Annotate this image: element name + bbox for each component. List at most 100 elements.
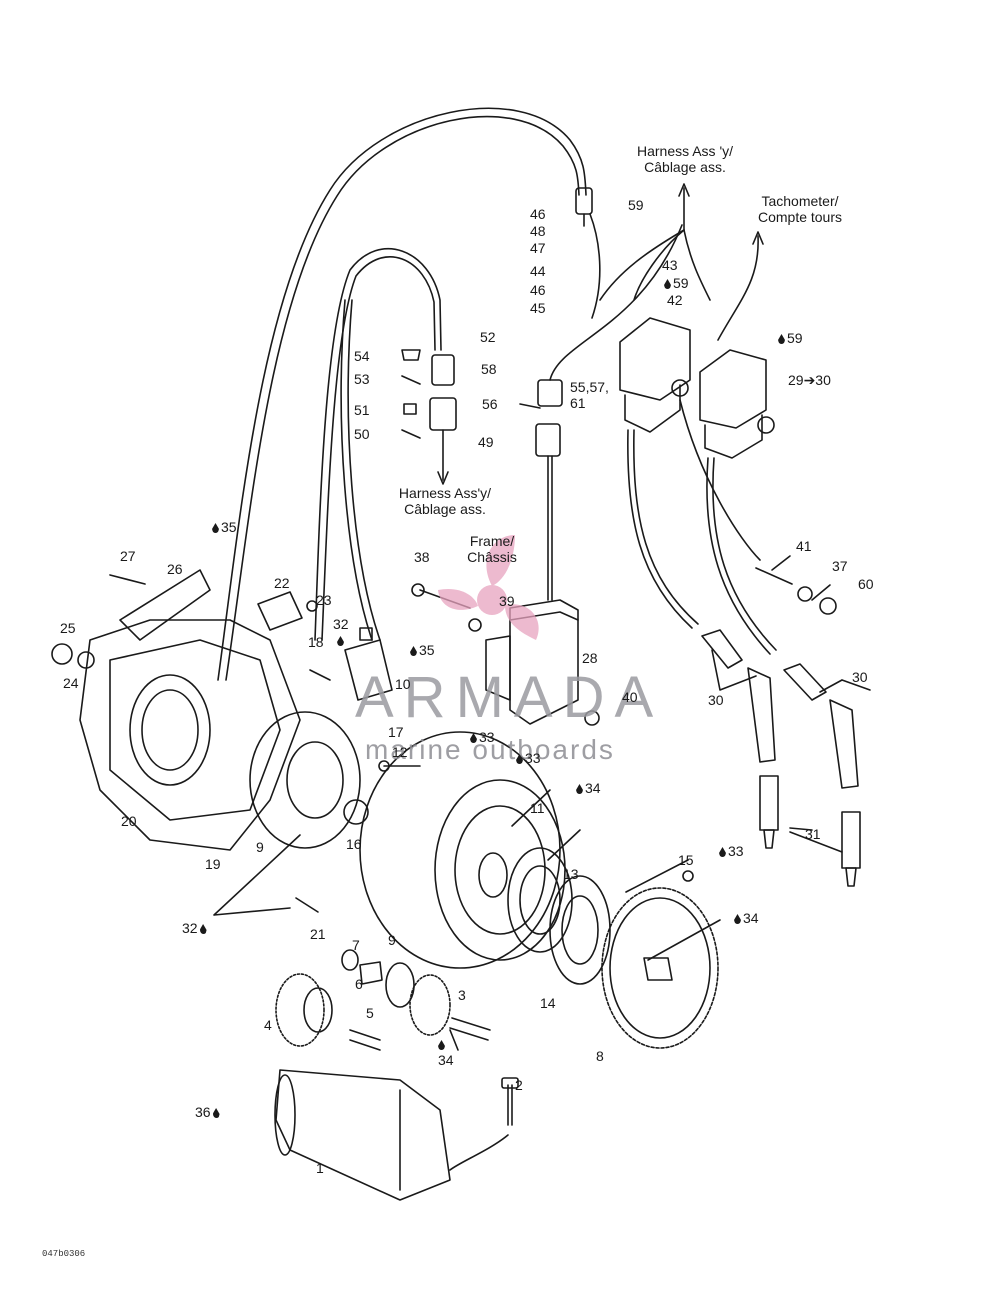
ignition-coil-right <box>699 349 767 429</box>
part-label-35-b: 35 <box>410 642 435 658</box>
part-label-25: 25 <box>60 620 76 636</box>
part-label-35-a: 35 <box>212 519 237 535</box>
part-label-56: 56 <box>482 396 498 412</box>
part-label-32-top: 32 <box>333 616 349 632</box>
part-label-8: 8 <box>596 1048 604 1064</box>
drop-icon <box>778 334 785 344</box>
part-label-28: 28 <box>582 650 598 666</box>
part-label-31: 31 <box>805 826 821 842</box>
part-label-36: 36 <box>195 1104 222 1120</box>
flywheel <box>359 731 561 969</box>
harness-cable-inner-2 <box>321 256 436 641</box>
part-label-24: 24 <box>63 675 79 691</box>
part-label-30-right: 30 <box>852 669 868 685</box>
part-label-17: 17 <box>388 724 404 740</box>
part-label-43: 43 <box>662 257 678 273</box>
part-label-46-top: 46 <box>530 206 546 222</box>
tachometer-heading: Tachometer/Compte tours <box>757 193 843 225</box>
part-label-51: 51 <box>354 402 370 418</box>
drop-icon <box>438 1040 445 1050</box>
gear-4 <box>275 973 325 1047</box>
drop-icon <box>734 914 741 924</box>
part-label-59-right: 59 <box>778 330 803 346</box>
part-label-10: 10 <box>395 676 411 692</box>
watermark-propeller-icon <box>438 535 539 640</box>
part-label-30-left: 30 <box>708 692 724 708</box>
part-label-3: 3 <box>458 987 466 1003</box>
part-label-22: 22 <box>274 575 290 591</box>
watermark-subtitle: marine outboards <box>365 734 615 765</box>
drop-icon <box>576 784 583 794</box>
part-label-23: 23 <box>316 592 332 608</box>
part-label-52: 52 <box>480 329 496 345</box>
ring-gear <box>601 887 719 1049</box>
part-label-50: 50 <box>354 426 370 442</box>
part-label-16: 16 <box>346 836 362 852</box>
part-label-40: 40 <box>622 689 638 705</box>
part-label-33-a: 33 <box>470 729 495 745</box>
harness-assembly-heading-top: Harness Ass 'y/Câblage ass. <box>636 143 734 175</box>
gear-3 <box>409 974 451 1036</box>
part-label-39: 39 <box>499 593 515 609</box>
part-label-9-stator: 9 <box>256 839 264 855</box>
connector-49 <box>429 397 457 431</box>
part-label-5: 5 <box>366 1005 374 1021</box>
part-label-13: 13 <box>563 866 579 882</box>
drop-icon <box>719 847 726 857</box>
part-label-34-c: 34 <box>438 1036 454 1068</box>
part-label-1: 1 <box>316 1160 324 1176</box>
frame-heading: Frame/Châssis <box>467 533 517 565</box>
part-label-9-flywheel: 9 <box>388 932 396 948</box>
part-label-33-b: 33 <box>516 750 541 766</box>
part-label-19: 19 <box>205 856 221 872</box>
part-label-53: 53 <box>354 371 370 387</box>
drop-icon <box>212 1108 220 1118</box>
drawing-reference-number: 047b0306 <box>42 1249 86 1259</box>
harness-assembly-heading-mid: Harness Ass'y/Câblage ass. <box>398 485 492 517</box>
part-label-58: 58 <box>481 361 497 377</box>
part-label-20: 20 <box>121 813 137 829</box>
harness-cable-outer-2 <box>225 115 580 681</box>
ignition-box-28 <box>509 599 579 725</box>
part-label-27: 27 <box>120 548 136 564</box>
part-label-4: 4 <box>264 1017 272 1033</box>
part-label-54: 54 <box>354 348 370 364</box>
part-label-34-b: 34 <box>734 910 759 926</box>
part-label-60: 60 <box>858 576 874 592</box>
part-label-15: 15 <box>678 852 694 868</box>
part-label-45: 45 <box>530 300 546 316</box>
part-label-48: 48 <box>530 223 546 239</box>
part-label-29: 29➔30 <box>788 372 831 388</box>
drop-icon <box>470 733 477 743</box>
part-label-44: 44 <box>530 263 546 279</box>
part-label-61: 61 <box>570 395 586 411</box>
stator <box>249 711 361 849</box>
part-label-49: 49 <box>478 434 494 450</box>
harness-cable-inner <box>314 247 442 641</box>
crankcase-housing <box>79 619 301 851</box>
drop-icon <box>337 632 346 648</box>
part-label-6: 6 <box>355 976 363 992</box>
part-label-11: 11 <box>530 800 545 816</box>
connector-52 <box>431 354 455 386</box>
drop-icon <box>199 924 207 934</box>
part-label-59-mid: 59 <box>664 275 689 291</box>
part-label-7: 7 <box>352 937 360 953</box>
part-label-37: 37 <box>832 558 848 574</box>
harness-cable-outer <box>217 107 587 681</box>
part-label-59-top: 59 <box>628 197 644 213</box>
part-label-26: 26 <box>167 561 183 577</box>
part-label-2: 2 <box>515 1077 523 1093</box>
part-label-21: 21 <box>310 926 326 942</box>
drop-icon <box>410 646 417 656</box>
watermark-title: ARMADA <box>355 665 664 730</box>
part-label-41: 41 <box>796 538 812 554</box>
part-label-47: 47 <box>530 240 546 256</box>
part-label-46-bottom: 46 <box>530 282 546 298</box>
part-label-32-bottom: 32 <box>182 920 209 936</box>
part-label-18: 18 <box>308 634 324 650</box>
drop-icon <box>664 279 671 289</box>
part-label-12: 12 <box>392 744 408 760</box>
part-label-42: 42 <box>667 292 683 308</box>
